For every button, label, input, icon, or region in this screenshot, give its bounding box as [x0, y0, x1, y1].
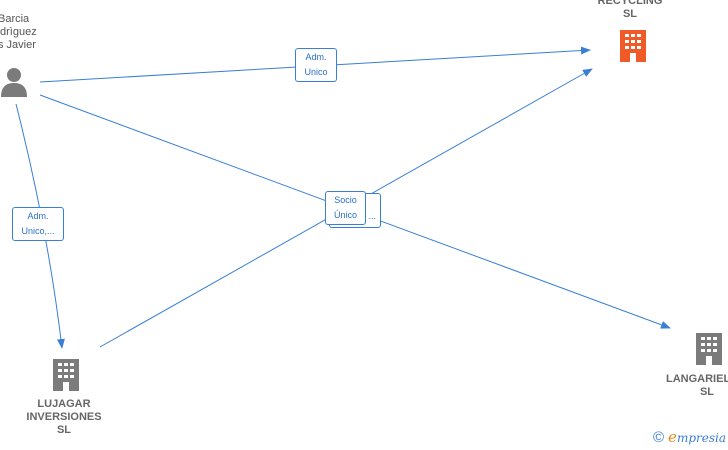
edge-label-socio-unico-back-text: ...	[368, 211, 376, 221]
edge-label-adm-unico-left-line-2: Unico,...	[21, 226, 55, 236]
company-langariel-name-line-1: LANGARIEL	[666, 373, 728, 385]
company-lujagar-name-line-1: LUJAGAR	[37, 398, 91, 410]
empresia-logo-rest: mpresia	[676, 431, 726, 445]
empresia-brand[interactable]: © empresia	[653, 428, 726, 446]
edge-label-socio-unico-line-1: Socio	[334, 195, 357, 205]
empresia-logo-e: e	[668, 428, 677, 446]
building-icon-recycling[interactable]	[617, 28, 649, 62]
copyright-icon: ©	[652, 428, 665, 446]
company-recycling-name-line-1: RECYCLING	[597, 0, 663, 7]
empresia-logo: empresia	[668, 428, 726, 446]
company-langariel-name-line-2: SL	[699, 386, 714, 398]
company-lujagar-name[interactable]: LUJAGAR INVERSIONES SL	[16, 398, 112, 437]
building-icon-lujagar[interactable]	[50, 357, 82, 391]
edge-label-adm-unico-top-line-1: Adm.	[305, 52, 327, 62]
company-langariel-name[interactable]: LANGARIEL SL	[666, 373, 728, 399]
person-icon[interactable]	[0, 66, 28, 98]
company-recycling-name[interactable]: RECYCLING SL	[590, 0, 670, 21]
edge-label-adm-unico-left[interactable]: Adm. Unico,...	[12, 207, 64, 241]
person-name[interactable]: Barcia drìguez s Javier	[0, 13, 37, 52]
edge-label-socio-unico[interactable]: Socio Único	[325, 191, 366, 225]
building-icon-langariel[interactable]	[693, 331, 725, 365]
edge-label-adm-unico-left-line-1: Adm.	[27, 211, 49, 221]
edge-label-adm-unico-top-line-2: Unico	[304, 67, 328, 77]
edge-label-socio-unico-line-2: Único	[333, 210, 357, 220]
edge-label-adm-unico-top[interactable]: Adm. Unico	[295, 48, 337, 82]
company-lujagar-name-line-2: INVERSIONES	[26, 411, 102, 423]
company-lujagar-name-line-3: SL	[56, 424, 72, 436]
person-name-line-1: Barcia	[0, 13, 30, 25]
person-name-line-2: drìguez	[0, 26, 37, 38]
person-name-line-3: s Javier	[0, 39, 36, 51]
company-recycling-name-line-2: SL	[622, 8, 638, 20]
